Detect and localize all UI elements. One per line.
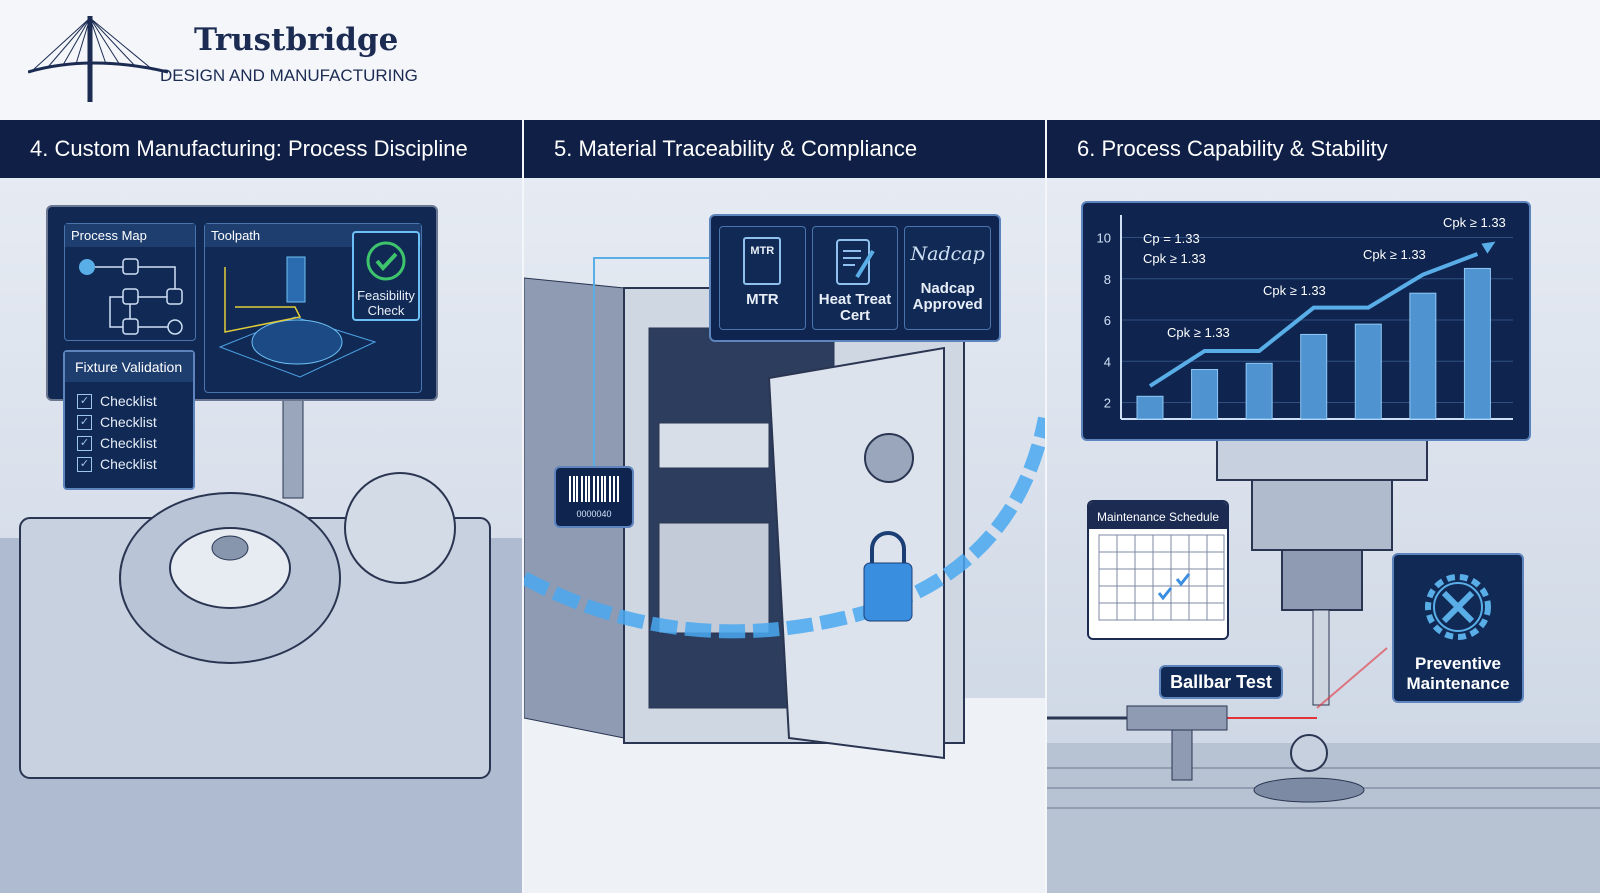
padlock-icon (863, 562, 913, 622)
fixture-validation-title: Fixture Validation (65, 352, 193, 382)
compliance-documents-panel: MTR MTR Heat Treat Cert Nadcap Nadcap Ap… (709, 214, 1001, 342)
logo-title: Trustbridge (194, 22, 399, 58)
checkbox-checked-icon: ✓ (77, 435, 92, 451)
logo-subtitle: DESIGN AND MANUFACTURING (160, 66, 418, 85)
checklist-item: ✓ Checklist (77, 393, 181, 409)
heat-treat-cert-card: Heat Treat Cert (811, 226, 899, 330)
heat-treat-cert-label: Heat Treat Cert (818, 291, 892, 324)
mtr-document-icon: MTR (743, 237, 782, 285)
barcode-number: 0000040 (576, 509, 612, 519)
y-tick-label: 4 (1104, 354, 1111, 369)
bar (1463, 267, 1491, 420)
nadcap-logo: Nadcap (910, 243, 985, 265)
capability-annotation: Cpk ≥ 1.33 (1363, 247, 1426, 262)
checklist-label: Checklist (100, 414, 157, 430)
feasibility-check-badge: Feasibility Check (352, 231, 420, 321)
calendar-grid-icon (1098, 534, 1225, 621)
spindle-ballbar-illustration (1047, 439, 1600, 893)
toolpath-impeller-icon (218, 256, 377, 378)
nadcap-approved-label: Nadcap Approved (912, 280, 983, 313)
capability-annotation: Cpk ≥ 1.33 (1443, 215, 1506, 230)
trend-arrow-icon (1481, 241, 1496, 254)
certificate-pen-icon (836, 239, 875, 285)
preventive-maintenance-badge: Preventive Maintenance (1392, 553, 1524, 703)
cnc-machine-illustration (0, 398, 522, 893)
barcode-icon (569, 476, 619, 502)
bar (1136, 395, 1164, 420)
checklist-label: Checklist (100, 456, 157, 472)
feasibility-check-label: Feasibility Check (357, 288, 415, 318)
capability-annotation: Cpk ≥ 1.33 (1263, 283, 1326, 298)
checklist-label: Checklist (100, 435, 157, 451)
checkbox-checked-icon: ✓ (77, 456, 92, 472)
bar (1354, 323, 1382, 420)
gear-wrench-icon (1425, 574, 1491, 640)
maintenance-schedule-label: Maintenance Schedule (1089, 502, 1227, 529)
ballbar-test-label: Ballbar Test (1159, 665, 1283, 699)
checkbox-checked-icon: ✓ (77, 414, 92, 430)
checklist-item: ✓ Checklist (77, 414, 181, 430)
bar (1191, 369, 1219, 420)
y-tick-label: 6 (1104, 313, 1111, 328)
preventive-maintenance-label: Preventive Maintenance (1406, 654, 1510, 693)
checklist-label: Checklist (100, 393, 157, 409)
trend-line (1148, 252, 1479, 388)
checklist-item: ✓ Checklist (77, 435, 181, 451)
process-map-panel: Process Map (64, 223, 196, 341)
flowchart-icon (79, 258, 183, 335)
barcode-tag: 0000040 (554, 466, 634, 528)
bar (1245, 362, 1273, 420)
panel-material-traceability: MTR MTR Heat Treat Cert Nadcap Nadcap Ap… (524, 178, 1045, 893)
green-check-circle-icon (366, 241, 406, 281)
checklist-item: ✓ Checklist (77, 456, 181, 472)
y-tick-label: 10 (1097, 231, 1111, 246)
mtr-label: MTR (746, 291, 779, 308)
bar (1300, 333, 1328, 420)
capability-annotation: Cpk ≥ 1.33 (1143, 251, 1206, 266)
capability-annotation: Cp = 1.33 (1143, 231, 1200, 246)
y-tick-label: 2 (1104, 396, 1111, 411)
fixture-validation-panel: Fixture Validation ✓ Checklist ✓ Checklist… (63, 350, 195, 490)
mtr-card: MTR MTR (719, 226, 806, 330)
panel-4-title: 4. Custom Manufacturing: Process Discipl… (0, 120, 522, 178)
bridge-logo-icon (28, 16, 168, 102)
panel-6-title: 6. Process Capability & Stability (1047, 120, 1600, 178)
panel-custom-manufacturing: Process Map Toolpath Feasibility Check F… (0, 178, 522, 893)
bar (1409, 292, 1437, 420)
nadcap-card: Nadcap Nadcap Approved (904, 226, 992, 330)
capability-annotation: Cpk ≥ 1.33 (1167, 325, 1230, 340)
process-map-label: Process Map (65, 224, 195, 247)
maintenance-schedule-calendar: Maintenance Schedule (1087, 500, 1229, 640)
checkbox-checked-icon: ✓ (77, 393, 92, 409)
panel-5-title: 5. Material Traceability & Compliance (524, 120, 1045, 178)
y-tick-label: 8 (1104, 272, 1111, 287)
